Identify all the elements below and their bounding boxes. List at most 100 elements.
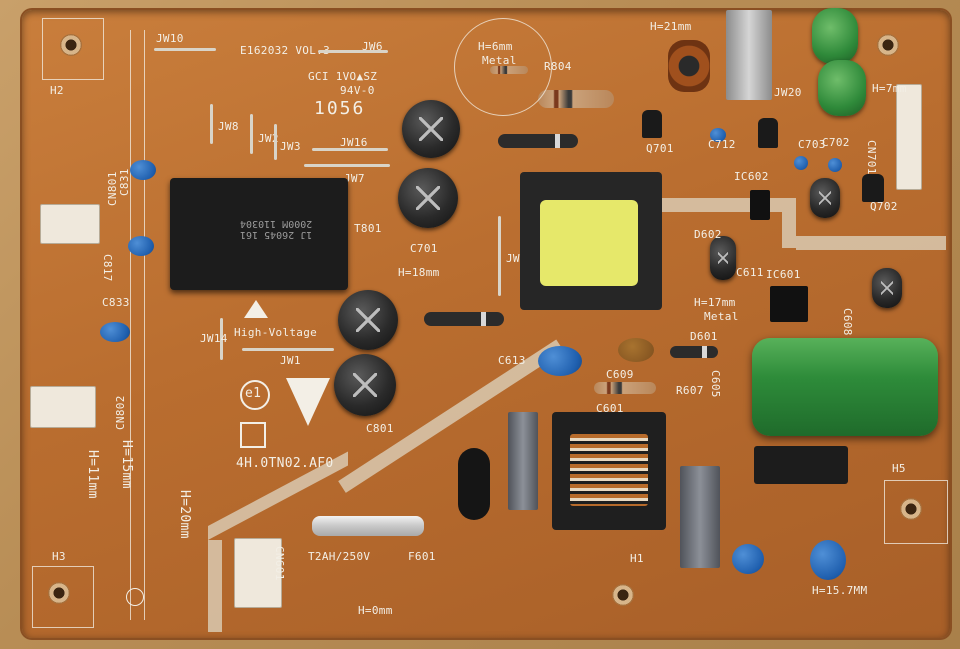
label-jw20: JW20 <box>774 86 802 99</box>
fuse-rating-text: T2AH/250V <box>308 550 371 563</box>
label-h20mm: H=20mm <box>177 490 192 539</box>
mount-hole-h3 <box>48 582 70 604</box>
ic-ic602 <box>750 190 770 220</box>
hole-outline-h2 <box>42 18 104 80</box>
green-cap-top-1 <box>812 8 858 64</box>
transistor-top-right <box>758 118 778 148</box>
trace-right-h <box>796 236 946 250</box>
mount-hole-h1 <box>612 584 634 606</box>
label-c831: C831 <box>118 168 131 196</box>
label-h5: H5 <box>892 462 906 475</box>
metal-circle-top <box>454 18 552 116</box>
elec-cap-top-1 <box>402 100 460 158</box>
jumper-jw14 <box>220 318 223 360</box>
choke-windings <box>570 434 648 506</box>
label-h6mm: H=6mm <box>478 40 513 53</box>
label-r607: R607 <box>676 384 704 397</box>
label-h2: H2 <box>50 84 64 97</box>
ground-icon <box>126 588 144 606</box>
bulk-capacitor-green <box>752 338 938 436</box>
label-c817: C817 <box>101 254 114 282</box>
cap-c609 <box>618 338 654 362</box>
yellow-tape-core <box>540 200 638 286</box>
mount-hole-top-right <box>877 34 899 56</box>
label-h18mm: H=18mm <box>398 266 440 279</box>
silk-line-left-2 <box>144 30 145 620</box>
pcb-board: E162032 VOL.3 GCI 1VO▲SZ 94V-0 1056 H2 H… <box>22 8 950 638</box>
cap-c613 <box>538 346 582 376</box>
cap-c702 <box>828 158 842 172</box>
elec-cap-c701 <box>398 168 458 228</box>
label-jw3: JW3 <box>280 140 301 153</box>
cap-c712 <box>710 128 726 142</box>
green-cap-top-2 <box>818 60 866 116</box>
label-c609: C609 <box>606 368 634 381</box>
label-t801: T801 <box>354 222 382 235</box>
label-ic602: IC602 <box>734 170 769 183</box>
transistor-q701 <box>642 110 662 138</box>
label-c608: C608 <box>841 308 854 336</box>
label-jw16: JW16 <box>340 136 368 149</box>
jumper-jw10 <box>154 48 216 51</box>
resistor-r607 <box>594 382 656 394</box>
gci-text: GCI 1VO▲SZ <box>308 70 378 83</box>
trace-upper-right-v <box>782 198 796 248</box>
label-d602: D602 <box>694 228 722 241</box>
x-capacitor-left <box>508 412 538 510</box>
label-h17mm: H=17mm <box>694 296 736 309</box>
label-jw10: JW10 <box>156 32 184 45</box>
label-ic601: IC601 <box>766 268 801 281</box>
elec-cap-c801 <box>334 354 396 416</box>
label-c702: C702 <box>822 136 850 149</box>
mount-hole-h5 <box>900 498 922 520</box>
x-capacitor-right <box>680 466 720 568</box>
transformer-text: 1J 26045 161 2000M 110304 <box>240 218 313 240</box>
jumper-jw8 <box>210 104 213 144</box>
jumper-jw9 <box>498 216 501 296</box>
hole-outline-h3 <box>32 566 94 628</box>
label-h157: H=15.7MM <box>812 584 868 597</box>
label-jw1: JW1 <box>280 354 301 367</box>
cap-c833 <box>100 322 130 342</box>
label-c712: C712 <box>708 138 736 151</box>
label-c703: C703 <box>798 138 826 151</box>
label-h11mm: H=11mm <box>85 450 100 499</box>
elec-cap-1 <box>338 290 398 350</box>
label-cn601: CN601 <box>273 546 286 581</box>
transistor-q702 <box>862 174 884 202</box>
label-q701: Q701 <box>646 142 674 155</box>
label-d601: D601 <box>690 330 718 343</box>
label-h21mm: H=21mm <box>650 20 692 33</box>
connector-cn601 <box>234 538 282 608</box>
label-jw8: JW8 <box>218 120 239 133</box>
inductor-top <box>668 40 710 92</box>
label-c833: C833 <box>102 296 130 309</box>
jumper-jw2 <box>250 114 253 154</box>
mount-hole-h2 <box>60 34 82 56</box>
label-c701: C701 <box>410 242 438 255</box>
transformer-t801: 1J 26045 161 2000M 110304 <box>170 178 348 290</box>
hf-logo <box>240 422 266 448</box>
common-mode-choke <box>552 412 666 530</box>
e1-logo: e1 <box>240 380 270 410</box>
hole-outline-h5 <box>884 480 948 544</box>
bridge-rectifier <box>754 446 848 484</box>
label-h1: H1 <box>630 552 644 565</box>
hv-warning-icon <box>244 300 268 318</box>
jumper-jw3 <box>274 124 277 160</box>
label-c611: C611 <box>736 266 764 279</box>
jumper-jw16 <box>312 148 388 151</box>
down-arrow-icon <box>286 378 330 426</box>
cap-c603 <box>732 544 764 574</box>
jumper-jw7 <box>304 164 390 167</box>
label-jw6: JW6 <box>362 40 383 53</box>
thermistor <box>458 448 490 520</box>
connector-cn801 <box>40 204 100 244</box>
label-metal-top: Metal <box>482 54 517 67</box>
heatsink-top <box>726 10 772 100</box>
label-h15mm: H=15mm <box>119 440 134 489</box>
diode-mid <box>424 312 504 326</box>
diode-top <box>498 134 578 148</box>
label-jw14: JW14 <box>200 332 228 345</box>
